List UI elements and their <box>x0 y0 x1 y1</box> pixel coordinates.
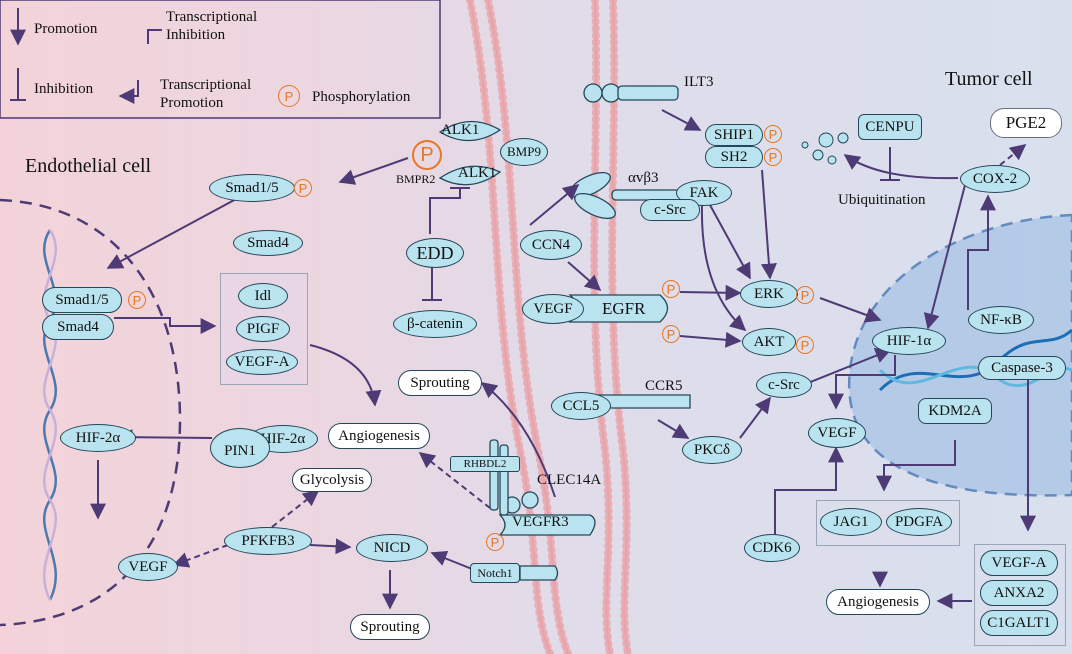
angiogenesis-tumor-node: Angiogenesis <box>826 589 930 615</box>
legend-phospho-icon: P <box>278 85 300 107</box>
jag1-node: JAG1 <box>820 508 882 536</box>
avb3-receptor <box>569 171 683 220</box>
sh2-node: SH2 <box>705 146 763 168</box>
legend-inhibition: Inhibition <box>34 81 94 97</box>
nuclear-smad15-phospho: P <box>128 291 146 309</box>
ship1-phospho: P <box>764 125 782 143</box>
egfr-phospho-1: P <box>662 280 680 298</box>
smad4-node: Smad4 <box>233 230 303 256</box>
sprouting-node: Sprouting <box>398 370 482 396</box>
clec14a-label: CLEC14A <box>537 472 602 488</box>
legend-phosphorylation: Phosphorylation <box>312 89 411 105</box>
rhbdl2-node: RHBDL2 <box>450 456 520 472</box>
nuclear-smad4-node: Smad4 <box>42 314 114 340</box>
alk1-phospho: P <box>412 140 442 170</box>
glycolysis-node: Glycolysis <box>292 468 372 492</box>
tumor-cell-label: Tumor cell <box>945 68 1033 90</box>
ccn4-node: CCN4 <box>520 230 582 260</box>
vegfa-tumor-node: VEGF-A <box>980 550 1058 576</box>
anxa2-node: ANXA2 <box>980 580 1058 606</box>
ubiquitination-label: Ubiquitination <box>838 192 926 208</box>
alk1-receptor <box>438 120 502 186</box>
notch1-receptor <box>519 565 559 581</box>
hif1a-node: HIF-1α <box>872 327 946 355</box>
bmp9-node: BMP9 <box>500 138 548 166</box>
egfr-phospho-2: P <box>662 325 680 343</box>
arrows <box>90 109 1036 610</box>
csrc-membrane-node: c-Src <box>640 199 700 221</box>
cdk6-node: CDK6 <box>744 534 800 562</box>
beta-catenin-node: β-catenin <box>393 310 477 338</box>
kdm2a-node: KDM2A <box>918 398 992 424</box>
ccl5-node: CCL5 <box>551 392 611 420</box>
pfkfb3-node: PFKFB3 <box>224 527 312 555</box>
edd-node: EDD <box>406 238 464 268</box>
ship1-node: SHIP1 <box>705 124 763 146</box>
nfkb-node: NF-κB <box>968 306 1034 334</box>
idl-node: Idl <box>238 283 288 309</box>
ilt3-receptor <box>583 83 679 103</box>
ilt3-label: ILT3 <box>684 74 714 90</box>
akt-node: AKT <box>742 328 796 356</box>
tumor-nucleus <box>847 213 1072 497</box>
erk-phospho: P <box>796 286 814 304</box>
notch1-node: Notch1 <box>470 563 520 583</box>
vegf-endo-node: VEGF <box>118 553 178 581</box>
pigf-node: PIGF <box>236 316 290 342</box>
legend-promotion: Promotion <box>34 21 98 37</box>
akt-phospho: P <box>796 336 814 354</box>
angiogenesis-endo-node: Angiogenesis <box>328 423 430 449</box>
bmpr2-label: BMPR2 <box>396 172 436 186</box>
sh2-phospho: P <box>764 148 782 166</box>
endothelial-nucleus <box>0 198 182 627</box>
pge2-node: PGE2 <box>990 108 1062 138</box>
nicd-node: NICD <box>356 534 428 562</box>
avb3-label: αvβ3 <box>628 170 659 186</box>
vesicles <box>801 132 849 165</box>
pin1-node: PIN1 <box>210 428 270 468</box>
vegfr3-label: VEGFR3 <box>512 514 569 530</box>
smad15-node: Smad1/5 <box>209 174 295 202</box>
endothelial-dna <box>43 229 57 601</box>
cox2-node: COX-2 <box>960 165 1030 193</box>
cenpu-node: CENPU <box>858 114 922 140</box>
alk1-top-label: ALK1 <box>441 122 480 138</box>
endothelial-cell-label: Endothelial cell <box>25 155 152 177</box>
pdgfa-node: PDGFA <box>886 508 952 536</box>
legend-box <box>0 0 441 119</box>
legend-transcriptional-inhibition: Transcriptional Inhibition <box>166 9 258 43</box>
vegfa-endo-node: VEGF-A <box>226 349 298 375</box>
vegf-membrane-node: VEGF <box>522 294 584 324</box>
csrc-tumor-node: c-Src <box>756 372 812 398</box>
sprouting-bottom-node: Sprouting <box>350 614 430 640</box>
pkcd-node: PKCδ <box>682 436 742 464</box>
ccr5-label: CCR5 <box>645 378 683 394</box>
erk-node: ERK <box>740 280 798 308</box>
vegfr3-phospho: P <box>486 533 504 551</box>
inhibitions <box>422 147 900 301</box>
hif2a-nuclear-node: HIF-2α <box>60 424 136 452</box>
nuclear-smad15-node: Smad1/5 <box>42 287 122 313</box>
vegf-tumor-node: VEGF <box>808 418 866 448</box>
egfr-label: EGFR <box>602 299 646 318</box>
alk1-bottom-label: ALK1 <box>458 165 497 181</box>
smad15-phospho: P <box>294 179 312 197</box>
legend-glyphs <box>10 8 162 104</box>
legend-transcriptional-promotion: Transcriptional Promotion <box>160 77 252 111</box>
c1galt1-node: C1GALT1 <box>980 610 1058 636</box>
caspase3-node: Caspase-3 <box>978 356 1066 380</box>
